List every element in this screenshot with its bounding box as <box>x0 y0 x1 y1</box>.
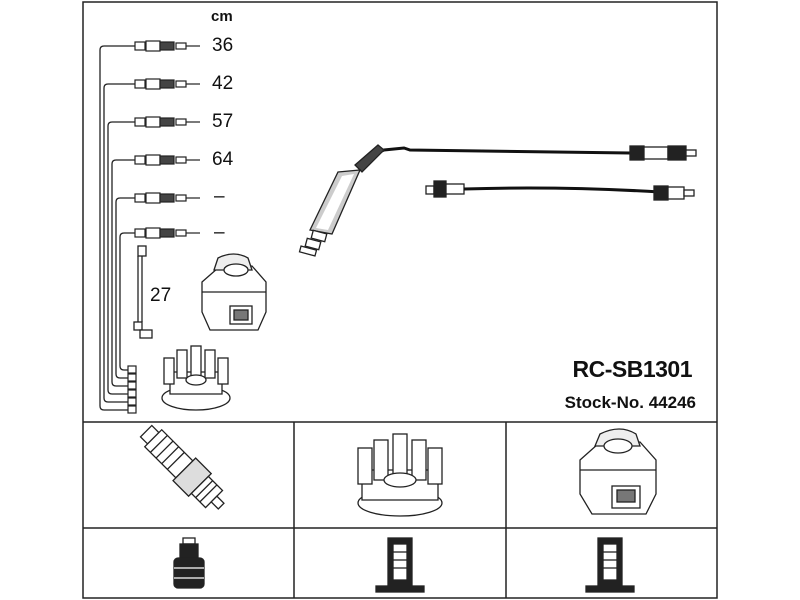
stock-number: 44246 <box>648 393 696 412</box>
wire-connector-1 <box>134 40 200 52</box>
wire-length-3: 57 <box>212 111 234 132</box>
stock-label: Stock-No. <box>564 393 644 412</box>
wire-length-2: 42 <box>212 73 234 94</box>
distributor-cap-icon <box>357 433 443 517</box>
wire-connector-2 <box>134 78 200 90</box>
coil-lead-length: 27 <box>150 285 172 306</box>
wire-connector-4 <box>134 154 200 166</box>
wire-connectors <box>127 40 200 414</box>
product-code: RC-SB1301 <box>572 356 693 382</box>
distributor-cap-icon-small <box>161 345 231 411</box>
wire-length-6: – <box>214 222 225 243</box>
unit-label: cm <box>211 8 233 25</box>
coil-lead <box>133 245 153 339</box>
short-wire <box>425 180 695 201</box>
cap-terminal-icon <box>375 537 425 593</box>
plug-terminal-icon <box>173 537 205 589</box>
ignition-coil-icon <box>579 428 657 515</box>
cap-end-connectors <box>127 365 137 414</box>
ignition-coil-icon-small <box>201 253 267 331</box>
wire-length-5: – <box>214 186 225 207</box>
wire-connector-3 <box>134 116 200 128</box>
wire-length-1: 36 <box>212 35 234 56</box>
wire-bundle <box>99 45 135 411</box>
frame <box>82 1 718 599</box>
spark-plug-boot-wire <box>298 144 697 257</box>
coil-terminal-icon <box>585 537 635 593</box>
stock-number-line: Stock-No. 44246 <box>565 393 696 413</box>
wire-length-4: 64 <box>212 149 234 170</box>
spark-plug-icon <box>139 424 225 510</box>
wire-connector-6 <box>134 227 200 239</box>
wire-connector-5 <box>134 192 200 204</box>
